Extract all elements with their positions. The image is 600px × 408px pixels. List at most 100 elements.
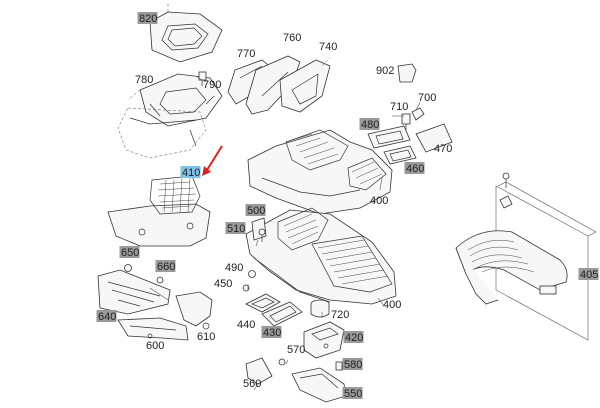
label-470-text: 470	[434, 143, 452, 155]
part-580-clip[interactable]	[335, 361, 343, 371]
part-480-bezel[interactable]	[367, 125, 411, 149]
part-500-insert[interactable]	[251, 217, 267, 241]
label-500-tag	[245, 204, 266, 216]
label-490[interactable]: 490	[225, 262, 243, 274]
part-490-clip[interactable]	[248, 270, 256, 278]
part-510-screw[interactable]	[258, 228, 266, 242]
label-700[interactable]: 700	[418, 92, 436, 104]
part-410-rear-panel[interactable]	[107, 175, 211, 247]
part-700-socket[interactable]	[411, 107, 425, 121]
label-580-tag	[342, 358, 363, 370]
label-550[interactable]: 550	[342, 387, 363, 400]
part-790-clip[interactable]	[198, 71, 207, 86]
label-510-text: 510	[227, 223, 245, 235]
label-902[interactable]: 902	[376, 65, 394, 77]
label-640-text: 640	[98, 311, 116, 323]
part-820-cover[interactable]	[149, 4, 223, 63]
part-570-screw[interactable]	[278, 358, 286, 366]
label-510[interactable]: 510	[225, 222, 246, 235]
part-560-bracket[interactable]	[245, 357, 273, 385]
part-430-frame[interactable]	[261, 301, 303, 327]
label-710-text: 710	[390, 101, 408, 113]
label-720-text: 720	[331, 309, 349, 321]
label-700-text: 700	[418, 92, 436, 104]
part-440-frame[interactable]	[245, 293, 281, 313]
part-420-module[interactable]	[303, 321, 345, 359]
label-400b-text: 400	[383, 299, 401, 311]
part-550-rail[interactable]	[291, 367, 347, 403]
label-410-tag	[180, 166, 201, 178]
label-405[interactable]: 405	[578, 268, 599, 281]
label-770[interactable]: 770	[237, 48, 255, 60]
label-430-tag	[261, 326, 282, 338]
label-610[interactable]: 610	[197, 331, 215, 343]
label-570-text: 570	[287, 344, 305, 356]
part-720-cup[interactable]	[310, 299, 330, 318]
label-760-text: 760	[283, 32, 301, 44]
part-470-panel[interactable]	[415, 123, 453, 153]
label-420-text: 420	[345, 332, 363, 344]
part-600-rod[interactable]	[117, 317, 189, 341]
label-510-tag	[225, 222, 246, 234]
part-610-lever[interactable]	[175, 291, 213, 330]
label-450[interactable]: 450	[214, 278, 232, 290]
label-480[interactable]: 480	[359, 118, 380, 131]
label-460-tag	[404, 162, 425, 174]
label-490-text: 490	[225, 262, 243, 274]
label-760[interactable]: 760	[283, 32, 301, 44]
part-660-bolt[interactable]	[156, 276, 164, 284]
label-660[interactable]: 660	[155, 260, 176, 273]
label-405-tag	[578, 268, 599, 280]
part-650-bolt[interactable]	[124, 264, 132, 272]
label-740[interactable]: 740	[319, 41, 337, 53]
label-710[interactable]: 710	[390, 101, 408, 113]
part-400-console-lower[interactable]	[245, 207, 397, 305]
part-902-cover[interactable]	[397, 63, 417, 83]
label-420[interactable]: 420	[343, 331, 364, 344]
label-650[interactable]: 650	[119, 246, 140, 259]
label-820[interactable]: 820	[137, 12, 158, 25]
label-640-tag	[96, 310, 117, 322]
part-780-tray[interactable]	[127, 73, 223, 127]
label-820-tag	[137, 12, 158, 24]
label-430-text: 430	[263, 327, 281, 339]
label-580-text: 580	[344, 359, 362, 371]
part-760-trim[interactable]	[245, 55, 301, 115]
part-405-roller-shutter[interactable]	[455, 172, 597, 341]
label-440[interactable]: 440	[237, 319, 255, 331]
label-430[interactable]: 430	[261, 326, 282, 339]
label-500[interactable]: 500	[245, 204, 266, 217]
label-600-text: 600	[146, 340, 164, 352]
label-410[interactable]: 410	[180, 166, 201, 179]
label-460[interactable]: 460	[404, 162, 425, 175]
label-450-text: 450	[214, 278, 232, 290]
label-790[interactable]: 790	[203, 79, 221, 91]
part-450-nut[interactable]	[242, 284, 250, 292]
label-400a-text: 400	[370, 195, 388, 207]
label-550-tag	[342, 387, 363, 399]
part-710-plug[interactable]	[401, 113, 411, 130]
part-640-bracket[interactable]	[97, 269, 171, 315]
label-570[interactable]: 570	[287, 344, 305, 356]
label-420-tag	[343, 331, 364, 343]
part-740-trim[interactable]	[279, 57, 331, 113]
label-770-text: 770	[237, 48, 255, 60]
label-405-text: 405	[580, 269, 598, 281]
label-650-text: 650	[121, 247, 139, 259]
part-400-console-upper[interactable]	[247, 129, 393, 215]
label-560[interactable]: 560	[243, 378, 261, 390]
lower-trim-outline	[117, 107, 207, 159]
label-600[interactable]: 600	[146, 340, 164, 352]
label-400a[interactable]: 400	[370, 195, 388, 207]
label-640[interactable]: 640	[96, 310, 117, 323]
label-780[interactable]: 780	[135, 74, 153, 86]
label-580[interactable]: 580	[342, 358, 363, 371]
label-470[interactable]: 470	[434, 143, 452, 155]
part-460-switch[interactable]	[383, 145, 417, 165]
label-500-text: 500	[247, 205, 265, 217]
label-400b[interactable]: 400	[383, 299, 401, 311]
label-790-text: 790	[203, 79, 221, 91]
label-650-tag	[119, 246, 140, 258]
label-720[interactable]: 720	[331, 309, 349, 321]
